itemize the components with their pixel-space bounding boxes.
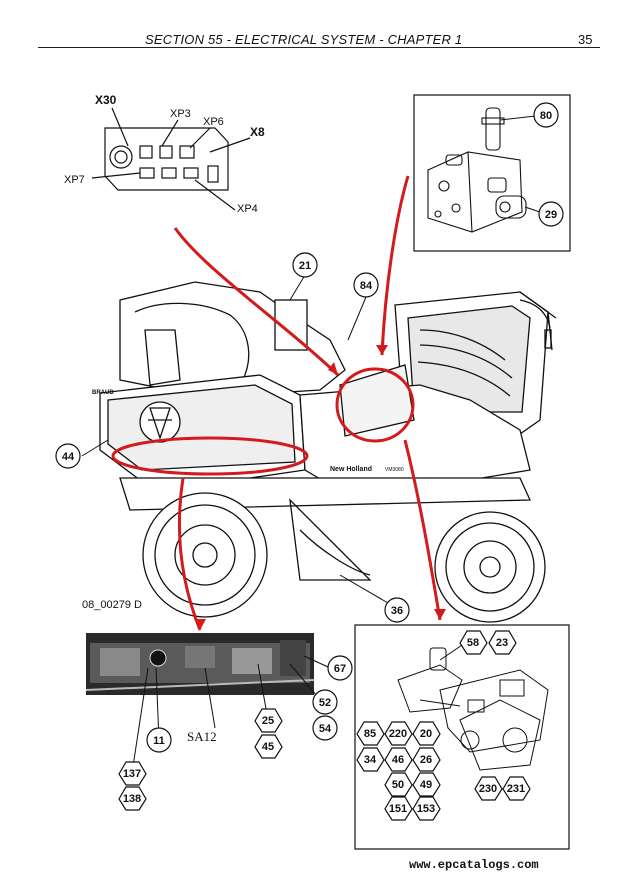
harvester-drawing	[99, 281, 557, 623]
brand-text: New Holland	[330, 466, 372, 473]
callout-231: 231	[507, 783, 525, 795]
section-header: SECTION 55 - ELECTRICAL SYSTEM - CHAPTER…	[145, 32, 463, 47]
callout-hex-20	[412, 721, 441, 746]
switch-photo-inset	[85, 633, 315, 695]
callout-hex-45	[254, 734, 283, 759]
callout-hex-151	[384, 796, 413, 821]
callout-25: 25	[262, 715, 274, 727]
callout-hex-25	[254, 708, 283, 733]
callout-hex-23	[488, 630, 517, 655]
label-xp4: XP4	[237, 203, 258, 215]
callout-circle-80	[533, 102, 559, 128]
callout-58: 58	[467, 637, 479, 649]
label-xp7: XP7	[64, 174, 85, 186]
callout-20: 20	[420, 728, 432, 740]
arrow-heads	[194, 345, 446, 630]
callout-hex-85	[356, 721, 385, 746]
switch-label: SA12	[187, 729, 217, 744]
side-logo-text: BRAUD	[92, 390, 114, 396]
callout-hex-231	[502, 776, 531, 801]
callout-circle-67	[327, 655, 353, 681]
callout-hex-34	[356, 747, 385, 772]
callout-153: 153	[417, 803, 435, 815]
label-xp3: XP3	[170, 108, 191, 120]
callout-52: 52	[319, 697, 331, 709]
callout-85: 85	[364, 728, 376, 740]
valve-block	[427, 107, 527, 233]
callout-80: 80	[540, 110, 552, 122]
callout-circle-21	[292, 252, 318, 278]
callout-23: 23	[496, 637, 508, 649]
callout-54: 54	[319, 723, 332, 735]
callout-circle-54	[312, 715, 338, 741]
callout-45: 45	[262, 741, 274, 753]
footer-url[interactable]: www.epcatalogs.com	[409, 858, 539, 872]
callout-137: 137	[123, 768, 141, 780]
callout-46: 46	[392, 754, 404, 766]
callout-21: 21	[299, 260, 311, 272]
callout-hex-220	[384, 721, 413, 746]
callout-circle-44	[55, 443, 81, 469]
connector-panel	[91, 107, 251, 211]
header-rule	[38, 47, 600, 48]
callout-hex-153	[412, 796, 441, 821]
hydraulic-pumps	[397, 647, 549, 771]
label-x30: X30	[95, 93, 117, 107]
callout-34: 34	[364, 754, 377, 766]
callout-220: 220	[389, 728, 407, 740]
callout-arrows	[111, 175, 442, 631]
callout-circle-52	[312, 689, 338, 715]
callout-26: 26	[420, 754, 432, 766]
callout-36: 36	[391, 605, 403, 617]
hex-callouts	[118, 630, 531, 821]
callout-11: 11	[153, 735, 165, 747]
callout-230: 230	[479, 783, 497, 795]
page-number: 35	[578, 32, 593, 47]
callout-hex-58	[459, 630, 488, 655]
pump-inset-frame	[354, 624, 570, 850]
callout-138: 138	[123, 793, 141, 805]
callout-hex-230	[474, 776, 503, 801]
callout-29: 29	[545, 209, 557, 221]
valve-inset-frame	[413, 94, 571, 252]
callout-hex-49	[412, 772, 441, 797]
callout-50: 50	[392, 779, 404, 791]
callout-circle-36	[384, 597, 410, 623]
callout-hex-138	[118, 786, 147, 811]
callout-44: 44	[62, 451, 75, 463]
callout-84: 84	[360, 280, 373, 292]
circle-callouts	[55, 102, 564, 753]
label-xp6: XP6	[203, 116, 224, 128]
callout-hex-50	[384, 772, 413, 797]
callout-circle-84	[353, 272, 379, 298]
callout-hex-46	[384, 747, 413, 772]
label-x8: X8	[250, 125, 265, 139]
model-text: VM3080	[385, 467, 404, 473]
callout-hex-137	[118, 761, 147, 786]
callout-151: 151	[389, 803, 407, 815]
figure-code: 08_00279 D	[82, 599, 142, 611]
callout-hex-26	[412, 747, 441, 772]
callout-numbers: 21 84 80 29 44 36 67 52 54 25 45 11 137 …	[62, 110, 557, 815]
callout-circle-29	[538, 201, 564, 227]
callout-67: 67	[334, 663, 346, 675]
callout-49: 49	[420, 779, 432, 791]
callout-circle-11	[146, 727, 172, 753]
